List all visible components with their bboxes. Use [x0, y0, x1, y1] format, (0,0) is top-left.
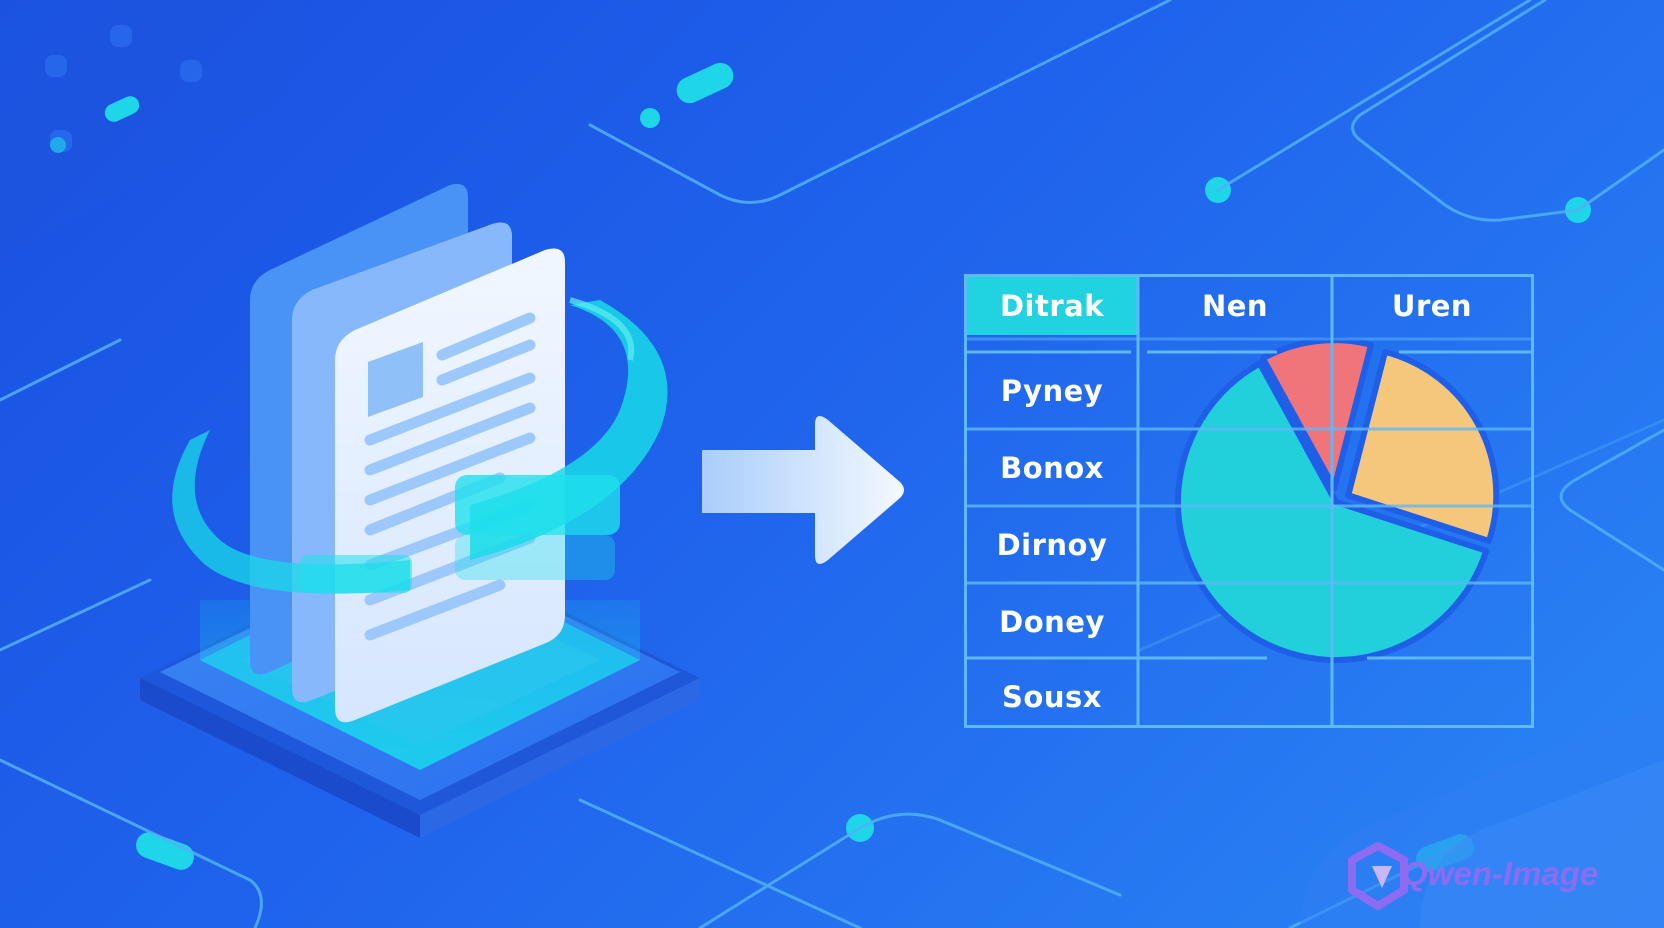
arrow-right-icon — [702, 416, 904, 564]
qwen-logo-icon — [1348, 842, 1408, 910]
table-header-cell[interactable]: Ditrak — [967, 277, 1137, 335]
document-stack-icon — [140, 183, 700, 838]
pie-slice — [1259, 337, 1375, 492]
table-row-label: Bonox — [1000, 451, 1104, 485]
table-row-label: Pyney — [1000, 374, 1104, 408]
table-row-label: Doney — [999, 605, 1105, 639]
data-table: Ditrak Nen Uren Pyney Bonox Dirnoy Doney… — [964, 274, 1534, 728]
table-row-label: Dirnoy — [996, 528, 1108, 562]
watermark-text: Qwen-Image — [1402, 855, 1599, 892]
table-header-cell[interactable]: Uren — [1391, 289, 1473, 323]
table-header-cell[interactable]: Nen — [1201, 289, 1269, 323]
pie-slice — [1345, 348, 1500, 544]
table-grid — [967, 277, 1531, 725]
watermark: Qwen-Image — [1348, 844, 1598, 904]
table-row-label: Sousx — [1002, 680, 1102, 714]
